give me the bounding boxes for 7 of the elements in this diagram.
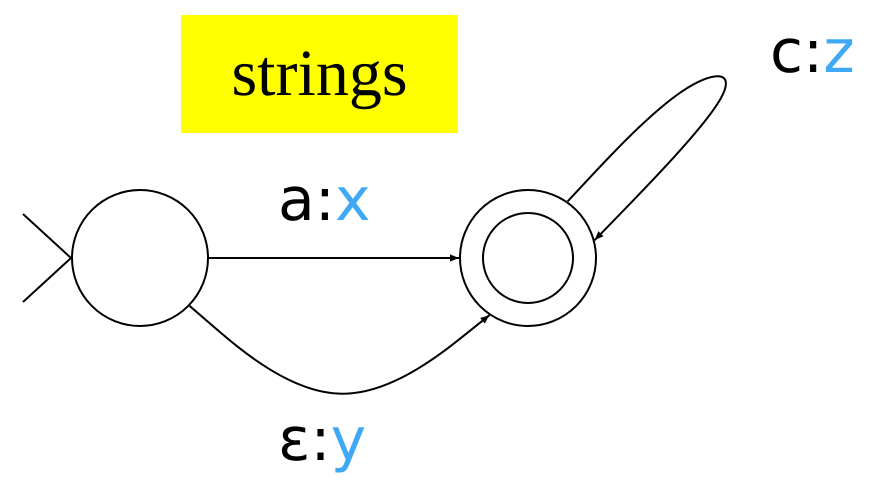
- state-circle: [71, 189, 209, 327]
- transition-arrow: [209, 254, 459, 262]
- highlighted-label: strings: [181, 15, 458, 133]
- start-arrow: [22, 213, 72, 303]
- transition-arrow: [188, 305, 490, 395]
- accept-state-circle: [459, 189, 597, 327]
- transition-arrow: [566, 75, 727, 241]
